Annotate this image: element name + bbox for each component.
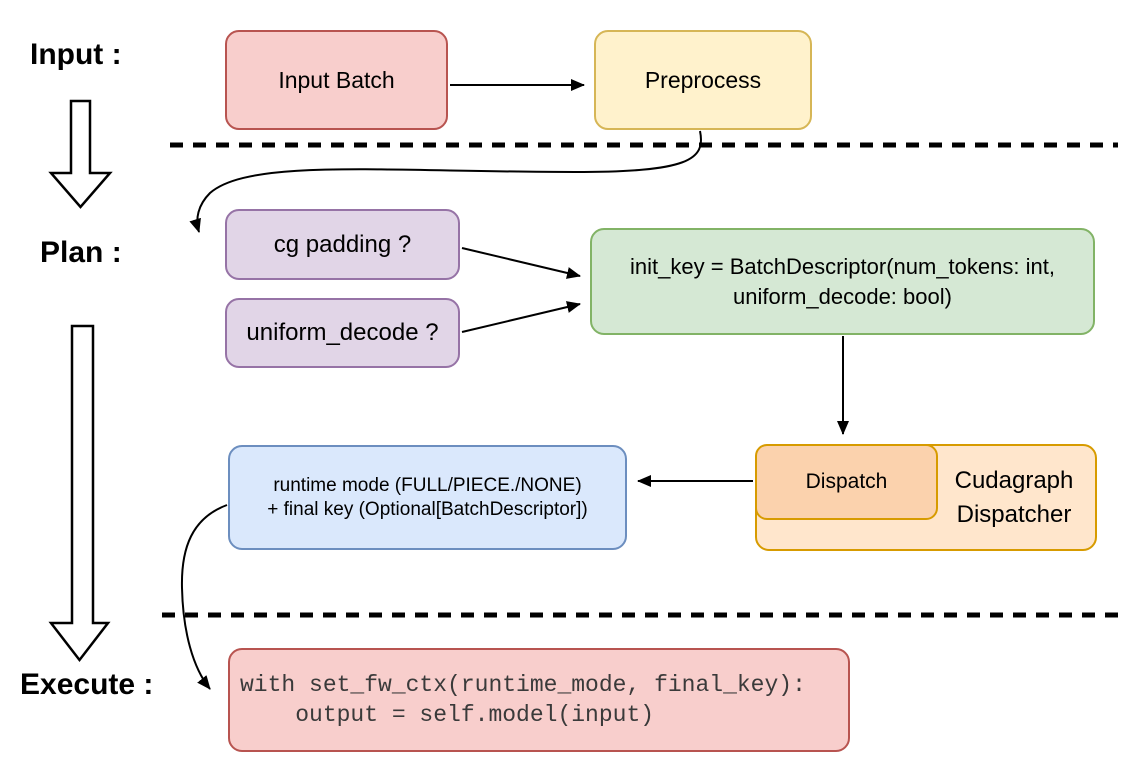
node-preprocess: Preprocess bbox=[594, 30, 812, 130]
node-init-key: init_key = BatchDescriptor(num_tokens: i… bbox=[590, 228, 1095, 335]
node-runtime-mode-line2: + final key (Optional[BatchDescriptor]) bbox=[267, 498, 588, 520]
node-init-key-line1: init_key = BatchDescriptor(num_tokens: i… bbox=[630, 253, 1055, 279]
block-arrow-plan-to-execute bbox=[48, 324, 111, 663]
execute-code-line1: with set_fw_ctx(runtime_mode, final_key)… bbox=[240, 671, 806, 698]
node-input-batch-label: Input Batch bbox=[278, 66, 395, 93]
node-input-batch: Input Batch bbox=[225, 30, 448, 130]
node-cg-padding-label: cg padding ? bbox=[273, 230, 412, 258]
section-label-execute: Execute : bbox=[20, 668, 154, 701]
cudagraph-line1: Cudagraph bbox=[954, 466, 1074, 494]
execute-code-line2: output = self.model(input) bbox=[240, 702, 655, 728]
node-dispatch: Dispatch bbox=[755, 444, 938, 520]
node-uniform-decode: uniform_decode ? bbox=[225, 298, 460, 368]
arrow-preprocess-to-cgpadding bbox=[189, 130, 702, 233]
node-dispatch-label: Dispatch bbox=[805, 470, 888, 493]
node-uniform-decode-label: uniform_decode ? bbox=[246, 319, 439, 346]
section-label-plan: Plan : bbox=[40, 236, 122, 269]
block-arrow-input-to-plan bbox=[48, 99, 113, 209]
node-runtime-mode-line1: runtime mode (FULL/PIECE./NONE) bbox=[273, 475, 582, 497]
node-preprocess-label: Preprocess bbox=[644, 66, 762, 93]
arrow-runtimemode-to-executecode bbox=[180, 504, 228, 690]
node-execute-code: with set_fw_ctx(runtime_mode, final_key)… bbox=[228, 648, 850, 752]
node-runtime-mode: runtime mode (FULL/PIECE./NONE) + final … bbox=[228, 445, 627, 550]
node-cudagraph-dispatcher-label: Cudagraph Dispatcher bbox=[933, 446, 1095, 549]
arrow-cgpadding-to-initkey bbox=[461, 247, 581, 279]
node-cg-padding: cg padding ? bbox=[225, 209, 460, 280]
arrow-uniformdecode-to-initkey bbox=[461, 301, 581, 333]
node-init-key-line2: uniform_decode: bool) bbox=[733, 283, 952, 309]
section-label-input: Input : bbox=[30, 38, 122, 71]
cudagraph-line2: Dispatcher bbox=[956, 500, 1072, 528]
